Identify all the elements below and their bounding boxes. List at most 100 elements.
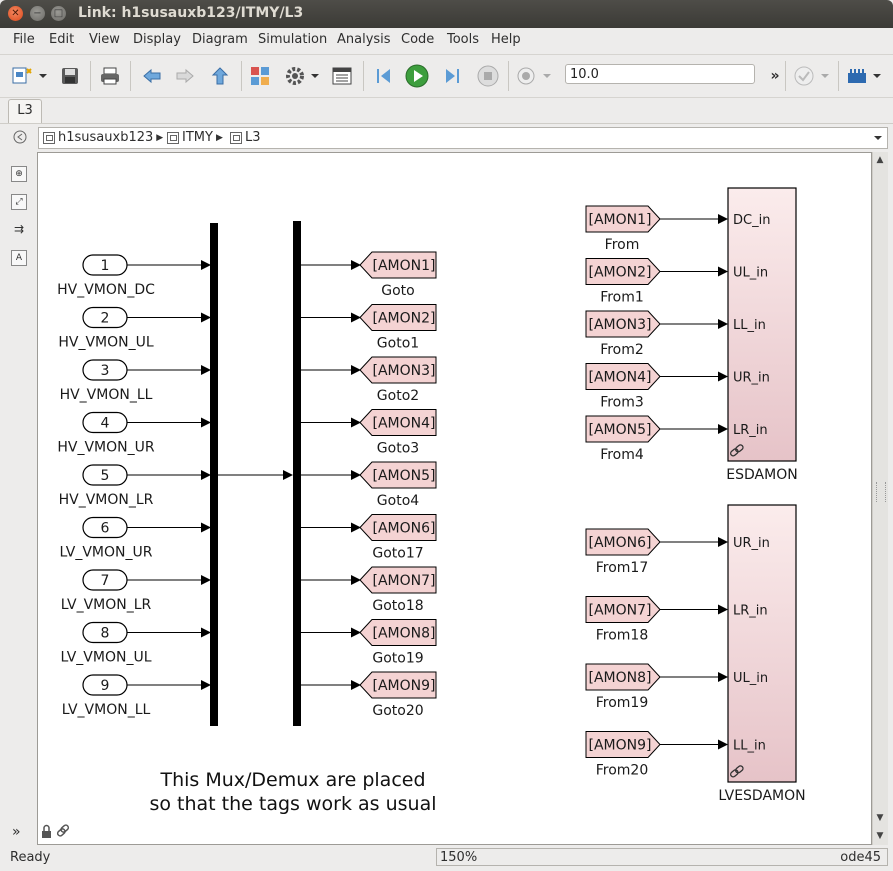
inport-number: 5 — [101, 468, 110, 484]
breadcrumb-item-itmy[interactable]: ITMY▶ — [167, 130, 223, 145]
breadcrumb-item-root[interactable]: h1susauxb123▶ — [43, 130, 163, 145]
step-forward-icon[interactable] — [440, 64, 464, 88]
forward-icon[interactable] — [173, 64, 197, 88]
print-icon[interactable] — [98, 64, 122, 88]
annotation-icon[interactable]: A — [11, 250, 27, 266]
inport-label: HV_VMON_DC — [57, 282, 155, 298]
from-block[interactable] — [585, 258, 661, 285]
from-block[interactable] — [585, 363, 661, 390]
menu-view[interactable]: View — [89, 32, 120, 47]
link-icon-part[interactable] — [730, 448, 739, 457]
library-browser-icon[interactable] — [248, 64, 272, 88]
scroll-down-icon[interactable]: ▼ — [876, 831, 884, 841]
back-icon[interactable] — [140, 64, 164, 88]
fit-to-view-icon[interactable]: ⤢ — [11, 194, 27, 210]
menu-tools[interactable]: Tools — [447, 32, 480, 47]
from-label: From — [605, 237, 640, 253]
link-icon-part[interactable] — [735, 444, 744, 453]
demux-block[interactable] — [293, 221, 301, 726]
run-icon[interactable] — [405, 64, 429, 88]
goto-block[interactable] — [359, 356, 437, 384]
stop-time-input[interactable]: 10.0 — [565, 64, 755, 84]
model-explorer-icon[interactable] — [330, 64, 354, 88]
link-icon-part[interactable] — [735, 765, 744, 774]
window-close-button[interactable]: ✕ — [8, 6, 23, 21]
more-toolbar-button[interactable]: » — [770, 68, 780, 84]
subsystem-port-label: UR_in — [733, 536, 770, 551]
build-icon[interactable] — [845, 64, 869, 88]
chevron-down-icon[interactable] — [818, 64, 832, 88]
goto-block[interactable] — [359, 251, 437, 279]
goto-block[interactable] — [359, 619, 437, 646]
goto-block[interactable] — [359, 566, 437, 594]
window-maximize-button[interactable]: □ — [51, 6, 66, 21]
chevron-down-icon[interactable] — [540, 64, 554, 88]
goto-tag: [AMON3] — [373, 363, 436, 379]
goto-block[interactable] — [359, 304, 437, 331]
stop-icon[interactable] — [476, 64, 500, 88]
scroll-grip[interactable] — [876, 482, 886, 502]
menu-edit[interactable]: Edit — [49, 32, 75, 47]
inport-label: HV_VMON_UL — [58, 335, 154, 351]
from-tag: [AMON2] — [589, 265, 652, 281]
from-block[interactable] — [585, 528, 661, 556]
menu-analysis[interactable]: Analysis — [337, 32, 391, 47]
chevron-down-icon[interactable] — [36, 64, 50, 88]
link-icon[interactable] — [730, 765, 744, 778]
from-block[interactable] — [585, 596, 661, 623]
breadcrumb[interactable]: h1susauxb123▶ ITMY▶ L3 — [38, 127, 888, 149]
menu-simulation[interactable]: Simulation — [258, 32, 328, 47]
vertical-scrollbar[interactable]: ▲ ▼ ▼ — [872, 152, 888, 845]
up-icon[interactable] — [208, 64, 232, 88]
check-icon[interactable] — [792, 64, 816, 88]
from-block[interactable] — [585, 663, 661, 691]
link-icon-part[interactable] — [730, 769, 739, 778]
mux-block[interactable] — [210, 223, 218, 726]
zoom-icon[interactable]: ⊕ — [11, 166, 27, 182]
goto-block[interactable] — [359, 461, 437, 489]
inport-number: 6 — [101, 521, 110, 537]
goto-block[interactable] — [359, 671, 437, 699]
step-back-icon[interactable] — [372, 64, 396, 88]
save-icon[interactable] — [58, 64, 82, 88]
goto-label: Goto2 — [377, 388, 419, 404]
chevron-down-icon[interactable] — [308, 64, 322, 88]
goto-block[interactable] — [359, 409, 437, 436]
subsystem-block[interactable] — [727, 187, 797, 462]
window-minimize-button[interactable]: − — [30, 6, 45, 21]
from-block[interactable] — [585, 310, 661, 338]
breadcrumb-item-l3[interactable]: L3 — [230, 130, 261, 145]
from-block[interactable] — [585, 205, 661, 233]
menu-display[interactable]: Display — [133, 32, 181, 47]
tab-l3[interactable]: L3 — [8, 99, 42, 123]
menu-help[interactable]: Help — [491, 32, 521, 47]
subsystem-port-label: UL_in — [733, 671, 768, 686]
signal-icon[interactable]: ⇉ — [13, 222, 25, 236]
chevron-down-icon[interactable] — [873, 132, 883, 147]
chevron-down-icon[interactable] — [870, 64, 884, 88]
scroll-down-icon[interactable]: ▼ — [876, 813, 884, 823]
from-tag: [AMON9] — [589, 738, 652, 754]
new-model-icon[interactable] — [10, 64, 34, 88]
subsystem-port-label: UR_in — [733, 371, 770, 386]
goto-block[interactable] — [359, 514, 437, 541]
menu-diagram[interactable]: Diagram — [192, 32, 248, 47]
menu-file[interactable]: File — [13, 32, 35, 47]
inport-number: 2 — [101, 311, 110, 327]
from-block[interactable] — [585, 415, 661, 443]
goto-tag: [AMON7] — [373, 573, 436, 589]
block-diagram[interactable]: 1HV_VMON_DC2HV_VMON_UL3HV_VMON_LL4HV_VMO… — [38, 153, 872, 845]
menu-code[interactable]: Code — [401, 32, 435, 47]
from-label: From3 — [600, 395, 644, 411]
zoom-level: 150% — [436, 848, 888, 866]
hide-browser-icon[interactable] — [12, 129, 28, 145]
scroll-up-icon[interactable]: ▲ — [876, 155, 884, 165]
expand-icon[interactable]: » — [12, 824, 21, 840]
from-block[interactable] — [585, 731, 661, 758]
link-icon[interactable] — [730, 444, 744, 457]
subsystem-block[interactable] — [727, 504, 797, 783]
record-icon[interactable] — [514, 64, 538, 88]
gear-icon[interactable] — [283, 64, 307, 88]
inport-number: 9 — [101, 678, 110, 694]
